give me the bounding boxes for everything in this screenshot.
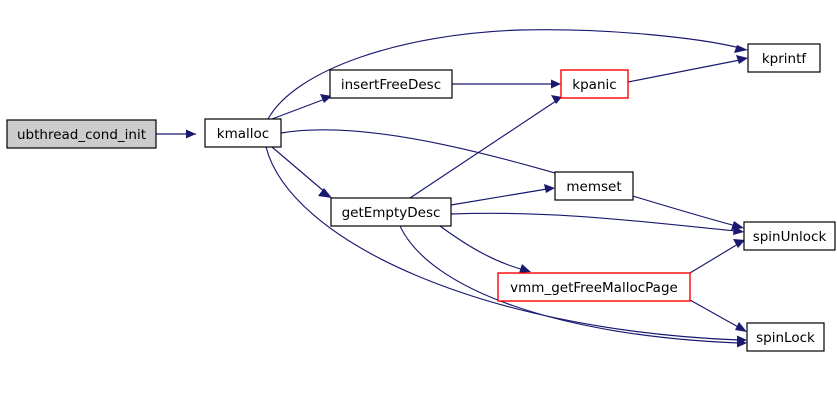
- node-label: memset: [566, 179, 621, 195]
- node-label: kmalloc: [217, 126, 269, 142]
- arrowhead-icon: [544, 184, 555, 193]
- node-getEmptyDesc[interactable]: getEmptyDesc: [330, 197, 452, 227]
- node-insertFreeDesc[interactable]: insertFreeDesc: [329, 69, 453, 99]
- node-box[interactable]: [746, 322, 825, 352]
- node-spinLock[interactable]: spinLock: [746, 322, 825, 352]
- node-spinUnlock[interactable]: spinUnlock: [743, 221, 836, 251]
- arrowhead-icon: [551, 79, 561, 89]
- node-kprintf[interactable]: kprintf: [747, 43, 821, 73]
- node-kmalloc[interactable]: kmalloc: [204, 118, 282, 148]
- node-box[interactable]: [560, 69, 629, 99]
- edge-line: [689, 299, 741, 329]
- edge-kmalloc-to-kprintf: [267, 29, 748, 120]
- edge-kmalloc-to-spinLock: [265, 146, 747, 345]
- arrowhead-icon: [519, 264, 531, 273]
- edge-kmalloc-to-getEmptyDesc: [271, 146, 332, 198]
- node-label: kpanic: [572, 77, 616, 93]
- node-box[interactable]: [554, 171, 634, 201]
- edge-line: [399, 225, 740, 344]
- edge-line: [409, 100, 557, 199]
- node-box[interactable]: [204, 118, 282, 148]
- arrowhead-icon: [734, 45, 748, 53]
- node-box[interactable]: [6, 119, 157, 149]
- node-label: vmm_getFreeMallocPage: [510, 280, 678, 296]
- node-vmm_getFreeMallocPage[interactable]: vmm_getFreeMallocPage: [497, 272, 691, 302]
- edge-layer: [156, 29, 748, 348]
- edge-line: [689, 243, 739, 274]
- edge-vmm_getFreeMallocPage-to-spinUnlock: [689, 239, 745, 274]
- arrowhead-icon: [186, 129, 196, 139]
- arrowhead-icon: [736, 55, 748, 64]
- edge-line: [450, 188, 548, 206]
- edge-getEmptyDesc-to-kpanic: [409, 95, 562, 199]
- node-label: insertFreeDesc: [341, 77, 441, 93]
- edge-getEmptyDesc-to-spinUnlock: [450, 212, 744, 235]
- node-memset[interactable]: memset: [554, 171, 634, 201]
- edge-getEmptyDesc-to-memset: [450, 184, 555, 206]
- arrowhead-icon: [737, 338, 747, 348]
- edge-vmm_getFreeMallocPage-to-spinLock: [689, 299, 747, 332]
- node-box[interactable]: [743, 221, 836, 251]
- node-label: spinLock: [756, 330, 815, 346]
- node-label: ubthread_cond_init: [17, 127, 146, 143]
- edge-line: [271, 146, 327, 194]
- edge-getEmptyDesc-to-spinLock: [399, 225, 747, 348]
- node-ubthread_cond_init[interactable]: ubthread_cond_init: [6, 119, 157, 149]
- edge-line: [627, 59, 741, 83]
- edge-line: [450, 212, 737, 232]
- node-box[interactable]: [330, 197, 452, 227]
- edge-line: [267, 29, 741, 120]
- node-box[interactable]: [497, 272, 691, 302]
- edge-line: [280, 129, 737, 227]
- arrowhead-icon: [318, 188, 332, 198]
- node-layer: ubthread_cond_init kmalloc insertFreeDesc k…: [6, 43, 836, 352]
- arrowhead-icon: [733, 239, 745, 248]
- edge-insertFreeDesc-to-kpanic: [452, 79, 561, 89]
- node-label: getEmptyDesc: [342, 205, 441, 221]
- edge-line: [265, 146, 740, 341]
- arrowhead-icon: [551, 95, 562, 104]
- edge-kpanic-to-kprintf: [627, 55, 748, 83]
- arrowhead-icon: [733, 226, 744, 235]
- edge-getEmptyDesc-to-vmm_getFreeMallocPage: [439, 225, 531, 273]
- arrowhead-icon: [735, 322, 747, 332]
- edge-line: [439, 225, 525, 271]
- edge-kmalloc-to-insertFreeDesc: [271, 94, 332, 120]
- edge-line: [271, 98, 326, 120]
- node-label: kprintf: [762, 51, 808, 67]
- edge-ubthread_cond_init-to-kmalloc: [156, 129, 196, 139]
- node-kpanic[interactable]: kpanic: [560, 69, 629, 99]
- node-box[interactable]: [747, 43, 821, 73]
- node-box[interactable]: [329, 69, 453, 99]
- node-label: spinUnlock: [753, 229, 827, 245]
- arrowhead-icon: [320, 94, 332, 103]
